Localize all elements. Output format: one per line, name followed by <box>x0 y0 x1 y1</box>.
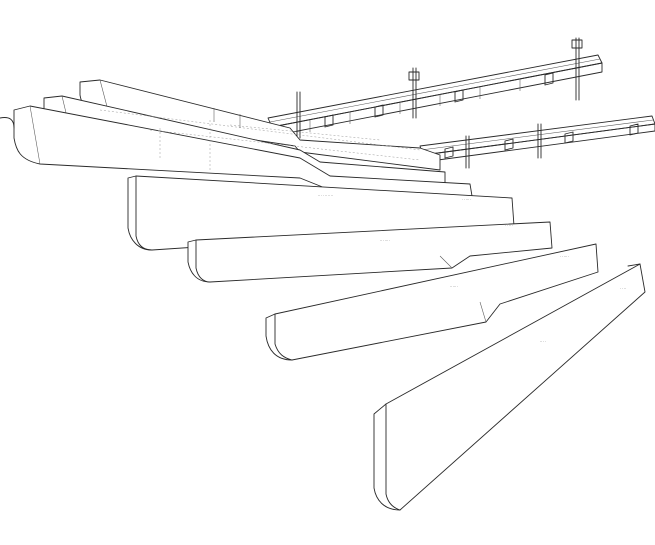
ceiling-panel-d: ·· · · · · ·· <box>373 263 646 511</box>
ceiling-panel-b: ·· · ··· · · · ·· · <box>187 221 553 283</box>
panel-a-label-right: · · ··· · <box>462 198 471 202</box>
panel-c-label-right: · · ··· · <box>560 255 569 259</box>
ceiling-panel-c: ·· ··· · · · ··· · <box>265 243 599 361</box>
panel-c-label-left: ·· ··· · <box>450 285 458 289</box>
panel-d-label-left: ·· · · <box>540 340 546 344</box>
suspension-rail-upper <box>267 37 603 139</box>
panel-b-label-left: ·· · ··· · <box>380 239 390 243</box>
ceiling-profile-stack <box>0 79 473 197</box>
panel-b-label-right: · · ·· · <box>505 224 513 228</box>
panel-a-label-left: ·· · · ·· ·· ·· <box>318 194 333 198</box>
suspension-rail-lower <box>419 115 655 169</box>
panel-d-label-right: · · ·· <box>620 287 626 291</box>
